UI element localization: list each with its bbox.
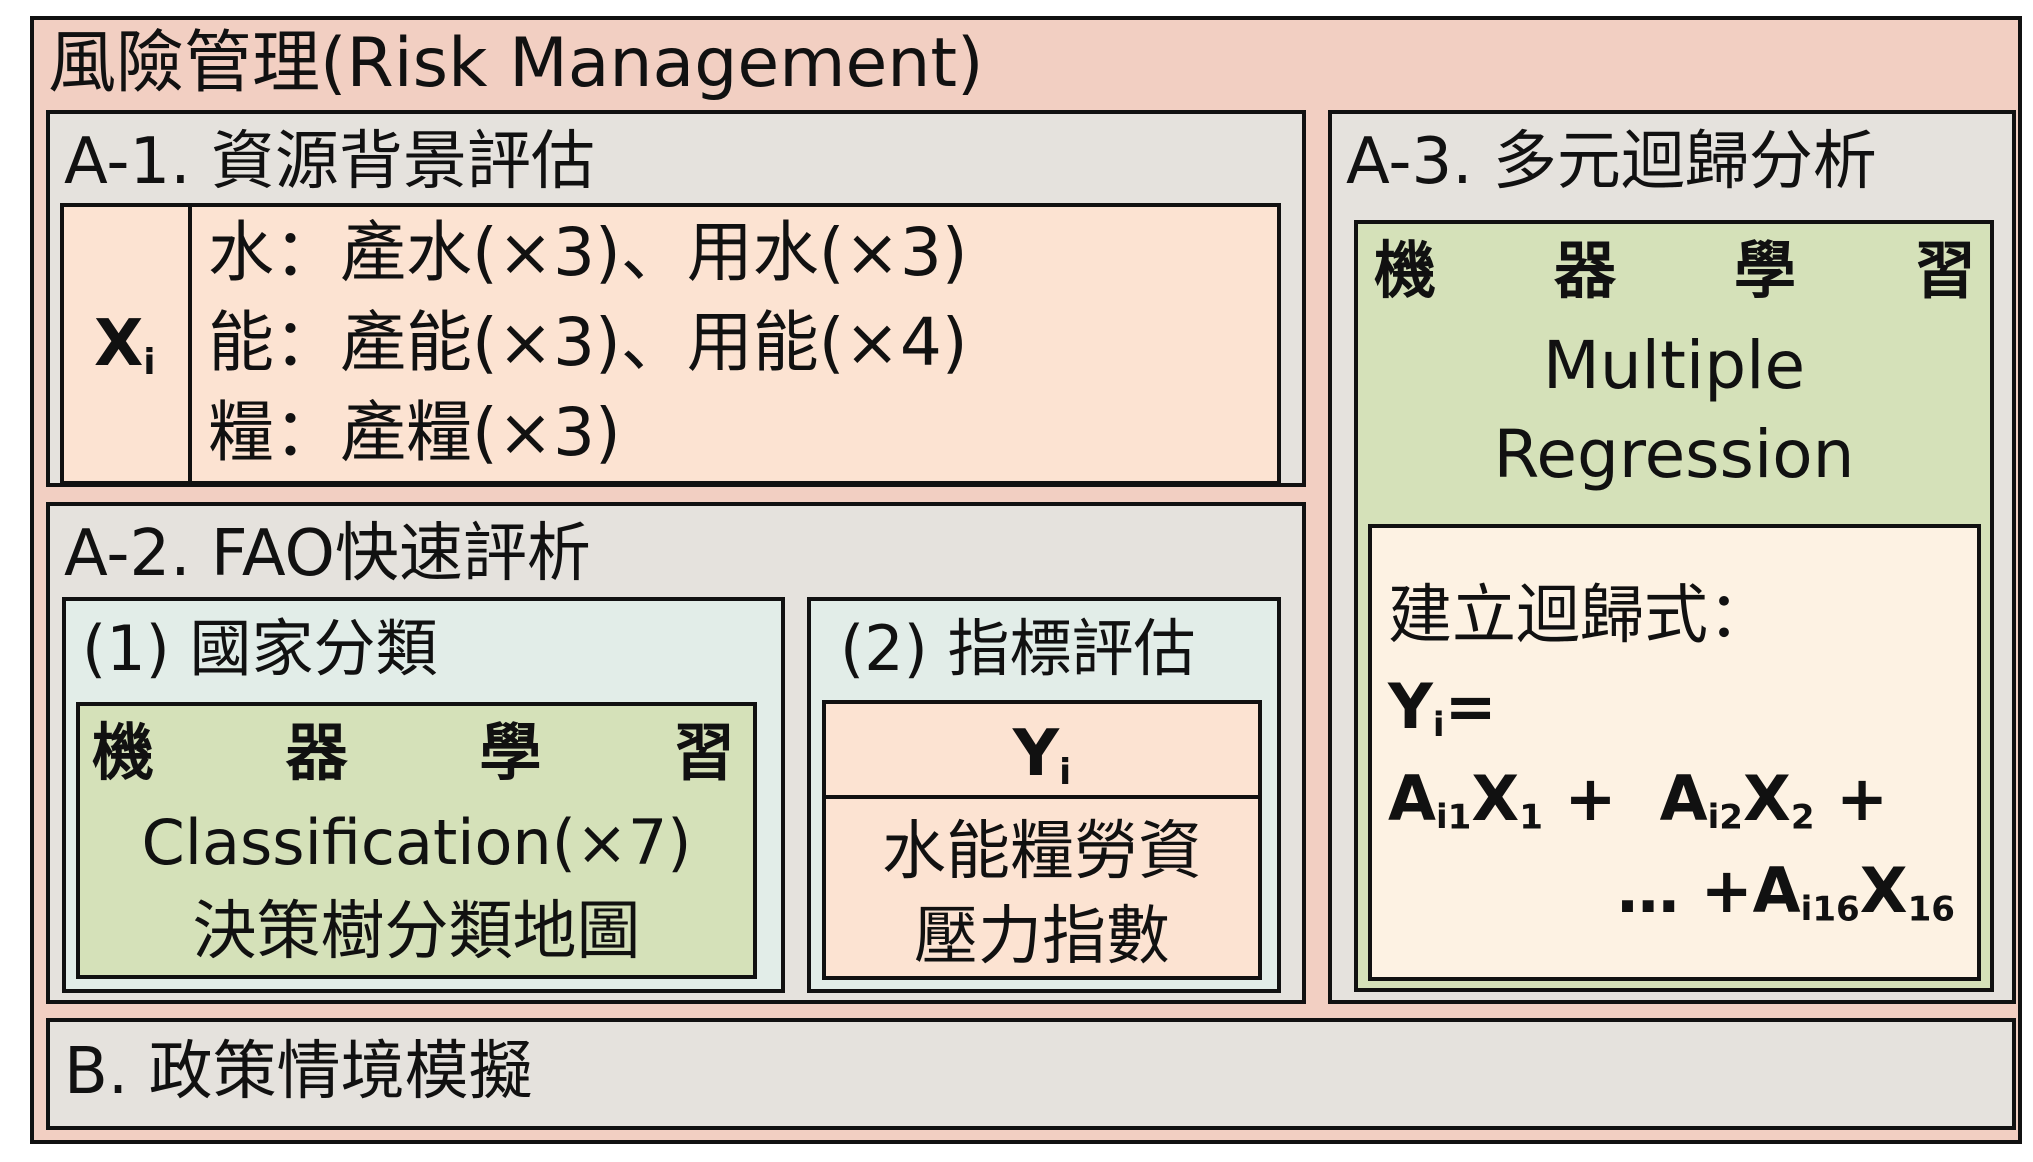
ml-char: 機	[92, 716, 155, 789]
b-panel	[46, 1018, 2016, 1130]
country-ml-label: 機 器 學 習	[92, 722, 735, 784]
formula-label: 建立迴歸式：	[1388, 579, 1772, 653]
formula-lhs: Yi=	[1388, 670, 1497, 746]
country-classification-heading: (1) 國家分類	[82, 612, 438, 685]
a2-heading: A-2. FAO快速評析	[64, 517, 591, 591]
ml-char: 機	[1374, 234, 1437, 307]
ml-char: 習	[1913, 234, 1976, 307]
regression-formula-box	[1368, 524, 1981, 981]
b-heading: B. 政策情境模擬	[64, 1035, 533, 1109]
ml-char: 器	[285, 716, 348, 789]
formula-last-line: … +Ai16X16	[1617, 854, 1955, 930]
classification-method: Classification(×7)	[141, 806, 692, 879]
ml-char: 學	[479, 716, 542, 789]
ml-char: 學	[1733, 234, 1796, 307]
page-title: 風險管理(Risk Management)	[48, 24, 984, 103]
a1-heading: A-1. 資源背景評估	[64, 125, 595, 199]
decision-tree-map: 決策樹分類地圖	[192, 895, 641, 969]
a1-energy-line: 能：產能(×3)、用能(×4)	[208, 304, 968, 381]
country-ml-box	[76, 702, 757, 979]
indicator-variable-yi: Yi	[1012, 717, 1072, 793]
a1-water-line: 水：產水(×3)、用水(×3)	[208, 214, 968, 291]
method-regression: Regression	[1493, 416, 1855, 493]
indicator-table	[822, 700, 1262, 980]
formula-terms-line: Ai1X1 + Ai2X2 +	[1388, 762, 1889, 838]
ml-char: 習	[672, 716, 735, 789]
method-multiple: Multiple	[1542, 327, 1806, 404]
stress-index-line1: 水能糧勞資	[882, 815, 1202, 889]
a1-variable-xi: Xi	[94, 307, 156, 383]
ml-char: 器	[1553, 234, 1616, 307]
indicator-divider	[824, 795, 1260, 799]
a3-ml-label: 機 器 學 習	[1374, 240, 1976, 302]
a1-divider	[188, 205, 192, 483]
a1-food-line: 糧：產糧(×3)	[208, 394, 621, 471]
a3-heading: A-3. 多元迴歸分析	[1346, 125, 1877, 199]
stress-index-line2: 壓力指數	[914, 900, 1170, 974]
a1-table	[60, 203, 1281, 485]
indicator-evaluation-heading: (2) 指標評估	[840, 612, 1196, 685]
